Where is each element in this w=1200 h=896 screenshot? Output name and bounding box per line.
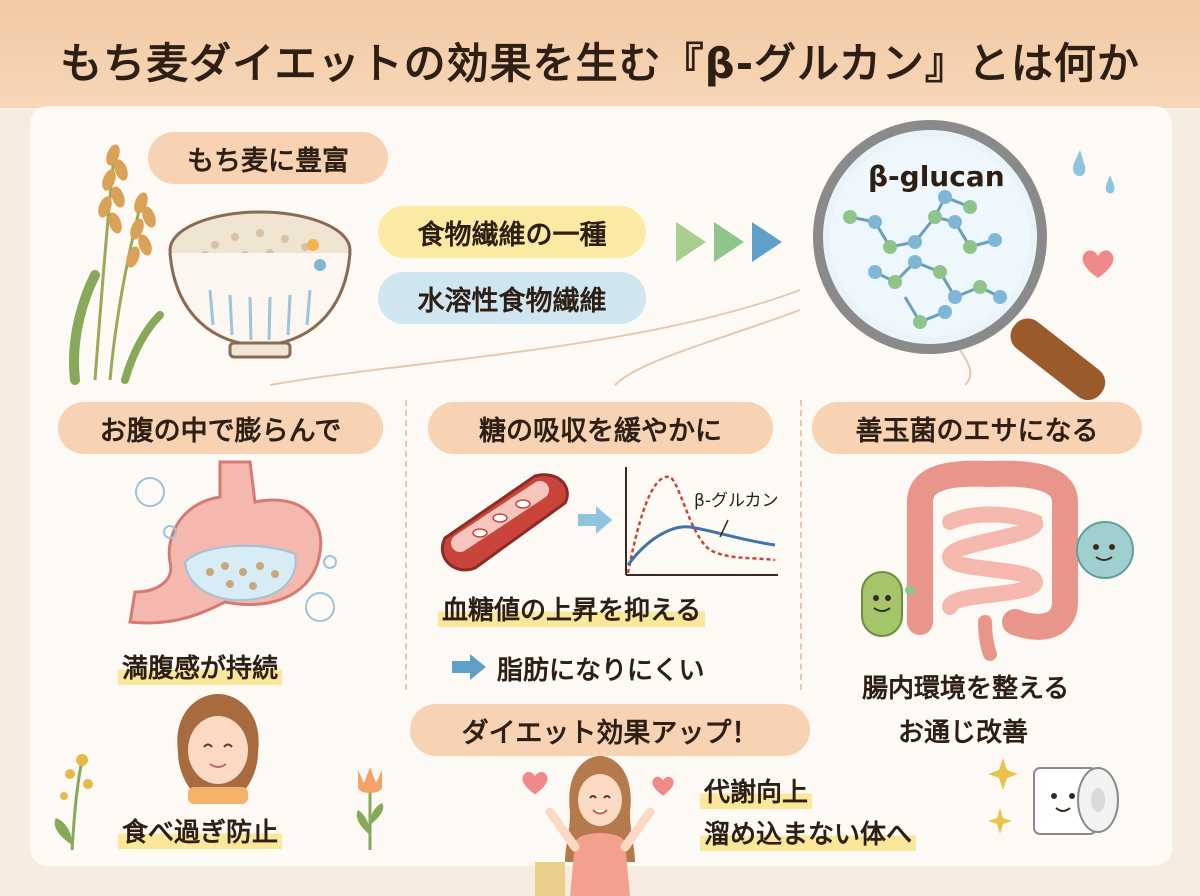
header-banner bbox=[0, 0, 1200, 108]
right-arrow-icon bbox=[578, 506, 612, 534]
metabolism-text: 代謝向上 bbox=[700, 772, 813, 809]
tulip-icon bbox=[356, 767, 384, 850]
bowel-improvement-text: お通じ改善 bbox=[898, 718, 1029, 748]
section-heading-good-bacteria: 善玉菌のエサになる bbox=[812, 402, 1142, 454]
triple-arrow-icon bbox=[676, 222, 782, 262]
toilet-paper-icon bbox=[1033, 767, 1119, 835]
sparkle-icon bbox=[988, 758, 1018, 834]
fiber-type-pill: 食物繊維の一種 bbox=[378, 206, 646, 258]
heart-icon bbox=[1082, 250, 1114, 278]
flower-plant-icon bbox=[54, 754, 93, 851]
heart-icon bbox=[522, 771, 548, 795]
no-storage-text: 溜め込まない体へ bbox=[700, 814, 917, 851]
page-title: もち麦ダイエットの効果を生む『β-グルカン』とは何か bbox=[60, 39, 1140, 88]
beta-glucan-curve-label: β-グルカン bbox=[694, 491, 779, 511]
soluble-fiber-pill: 水溶性食物繊維 bbox=[378, 272, 646, 324]
barley-plant-icon bbox=[69, 144, 164, 385]
water-drop-icon bbox=[1073, 150, 1115, 194]
section-divider bbox=[800, 400, 802, 690]
blood-sugar-text: 血糖値の上昇を抑える bbox=[438, 590, 706, 627]
beta-glucan-label: β-glucan bbox=[868, 160, 1005, 193]
section-heading-absorption: 糖の吸収を緩やかに bbox=[428, 402, 773, 454]
magnifier-glucan-icon bbox=[813, 120, 1106, 401]
satiety-text: 満腹感が持続 bbox=[118, 648, 283, 685]
connector-lines bbox=[269, 289, 972, 386]
rice-bowl-icon bbox=[168, 210, 352, 359]
heart-icon bbox=[652, 776, 674, 796]
blood-vessel-icon bbox=[440, 473, 569, 572]
no-overeating-text: 食べ過ぎ防止 bbox=[118, 812, 283, 849]
right-arrow-icon bbox=[452, 654, 486, 680]
rich-in-mochimugi-pill: もち麦に豊富 bbox=[148, 132, 388, 184]
woman-smiling-icon bbox=[177, 694, 259, 804]
section-heading-swell: お腹の中で膨らんで bbox=[58, 402, 383, 454]
intestine-icon bbox=[907, 460, 1078, 661]
glucose-curve-chart bbox=[625, 467, 778, 576]
gut-environment-text: 腸内環境を整える bbox=[862, 674, 1070, 704]
good-bacteria-icon bbox=[861, 571, 915, 637]
woman-shopping-icon bbox=[535, 756, 655, 896]
good-bacteria-icon bbox=[1076, 521, 1134, 579]
fat-prevention-text: 脂肪になりにくい bbox=[497, 656, 705, 686]
stomach-icon bbox=[128, 460, 337, 625]
diet-effect-pill: ダイエット効果アップ！ bbox=[410, 704, 810, 756]
section-divider bbox=[405, 400, 407, 690]
